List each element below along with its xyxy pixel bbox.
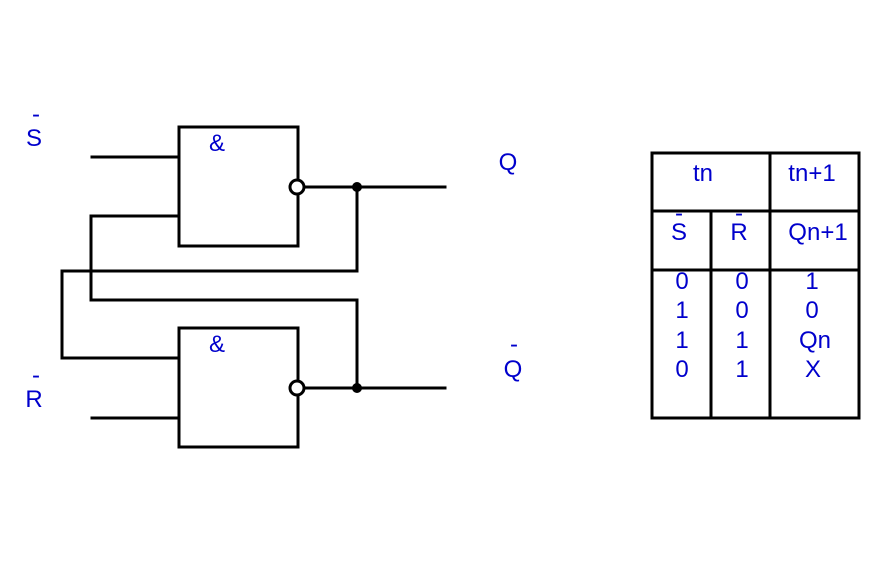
table-cell: 1 xyxy=(675,327,688,354)
table-cell: 1 xyxy=(735,356,748,383)
q-output-label: Q xyxy=(499,149,518,176)
table-cell: 1 xyxy=(735,327,748,354)
header-tn1: tn+1 xyxy=(788,160,835,187)
s-bar-overbar: - xyxy=(32,101,40,128)
truth-table-border xyxy=(650,151,861,420)
col-r-overbar: - xyxy=(735,200,743,227)
col-qn1-header: Qn+1 xyxy=(788,219,847,246)
lower-inversion-bubble xyxy=(288,379,306,397)
truth-table: tn tn+1 - S - R Qn+1 0 0 1 1 0 0 1 1 Qn … xyxy=(650,151,861,420)
upper-inversion-bubble xyxy=(288,178,306,196)
q-bar-overbar: - xyxy=(510,331,518,358)
table-cell: 1 xyxy=(675,297,688,324)
table-cell: 0 xyxy=(675,356,688,383)
q-bar-feedback-wire xyxy=(89,214,359,390)
r-bar-label: R xyxy=(25,386,42,413)
lower-nand-gate xyxy=(177,326,300,449)
q-feedback-wire xyxy=(60,185,359,360)
col-r-header: R xyxy=(730,219,747,246)
upper-nand-gate xyxy=(177,125,300,248)
upper-gate-symbol: & xyxy=(209,130,225,157)
col-s-overbar: - xyxy=(675,200,683,227)
table-cell: 1 xyxy=(805,268,818,295)
table-cell: X xyxy=(805,356,821,383)
q-bar-junction-dot xyxy=(352,383,362,393)
header-tn: tn xyxy=(693,160,713,187)
table-cell: 0 xyxy=(735,268,748,295)
table-cell: 0 xyxy=(675,268,688,295)
table-cell: 0 xyxy=(735,297,748,324)
lower-gate-symbol: & xyxy=(209,331,225,358)
q-bar-output-label: Q xyxy=(504,356,523,383)
table-cell: 0 xyxy=(805,297,818,324)
col-s-header: S xyxy=(671,219,687,246)
r-bar-overbar: - xyxy=(32,362,40,389)
q-junction-dot xyxy=(352,182,362,192)
s-bar-label: S xyxy=(26,125,42,152)
table-cell: Qn xyxy=(799,327,831,354)
